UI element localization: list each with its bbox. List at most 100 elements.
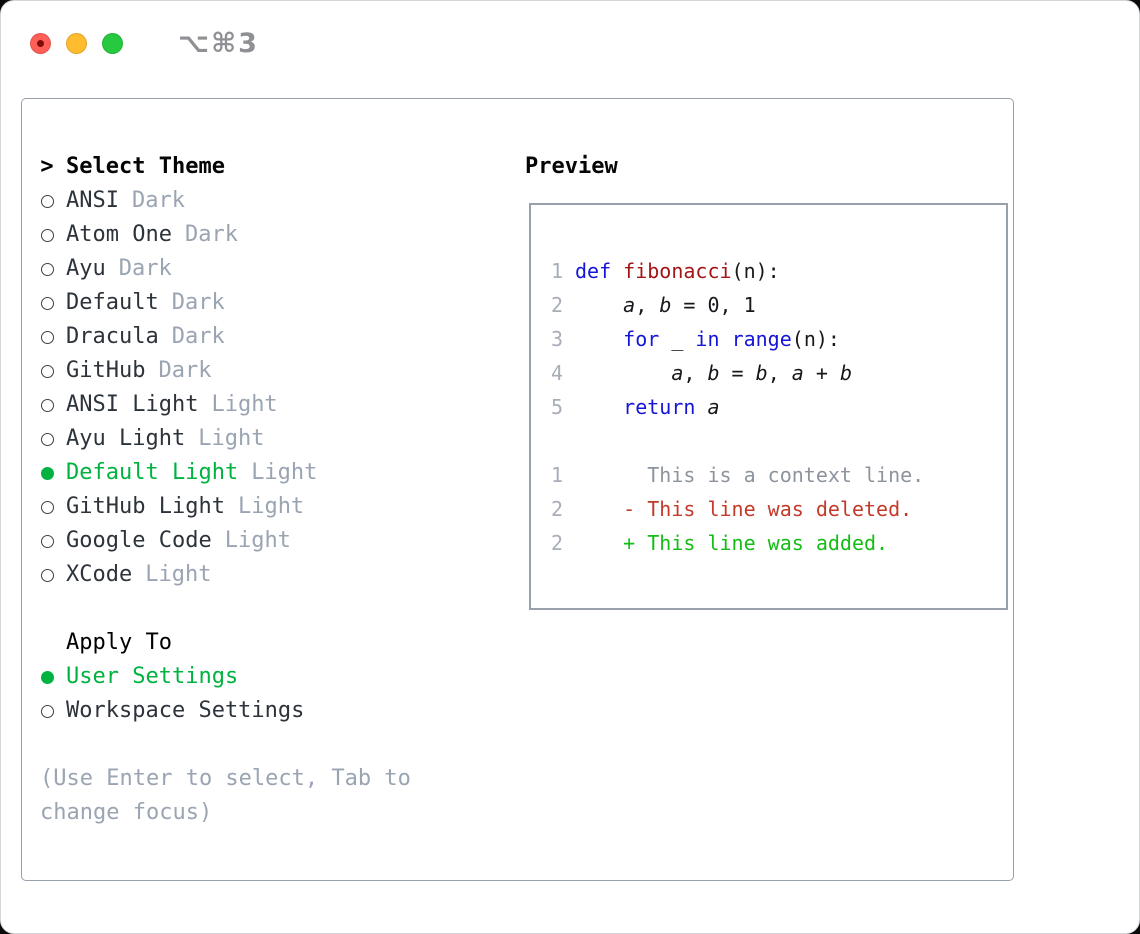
theme-variant-label: Dark — [171, 324, 225, 349]
code-token: fibonacci — [623, 259, 732, 283]
theme-name: Default — [66, 290, 159, 315]
minimize-button[interactable] — [66, 33, 87, 54]
code-token — [575, 356, 671, 390]
theme-option[interactable]: Dracula Dark — [40, 320, 490, 354]
theme-option[interactable]: ANSI Light Light — [40, 388, 490, 422]
line-number: 2 — [551, 531, 564, 555]
theme-name: Default Light — [66, 460, 239, 485]
theme-name: ANSI Light — [66, 392, 199, 417]
apply-to-header: Apply To — [40, 626, 490, 660]
code-line: 1 def fibonacci(n): — [551, 254, 1006, 288]
code-token: a — [623, 293, 636, 317]
theme-name: Atom One — [66, 222, 172, 247]
code-token — [611, 254, 623, 288]
theme-variant-label: Light — [211, 392, 278, 417]
line-number: 2 — [551, 497, 564, 521]
hint-line: (Use Enter to select, Tab to — [40, 766, 411, 791]
theme-variant-label: Dark — [118, 256, 172, 281]
code-token: = 0, 1 — [671, 293, 756, 317]
theme-variant-label: Light — [145, 562, 212, 587]
apply-to-label: Workspace Settings — [66, 698, 305, 723]
theme-name: ANSI — [66, 188, 119, 213]
diff-line-add: 2 + This line was added. — [551, 526, 1006, 560]
theme-variant-label: Dark — [131, 188, 185, 213]
code-token — [720, 322, 732, 356]
code-line: 5 return a — [551, 390, 1006, 424]
radio-icon — [40, 320, 54, 354]
code-token: (n): — [731, 259, 780, 283]
radio-icon — [40, 388, 54, 422]
code-token: , — [767, 361, 792, 385]
apply-to-option[interactable]: Workspace Settings — [40, 694, 490, 728]
theme-name: Dracula — [66, 324, 159, 349]
radio-icon — [40, 422, 54, 456]
radio-icon — [40, 558, 54, 592]
code-token: in — [695, 327, 720, 351]
spacer — [40, 728, 490, 762]
code-line: 4 a, b = b, a + b — [551, 356, 1006, 390]
code-line: 3 for _ in range(n): — [551, 322, 1006, 356]
radio-icon — [40, 354, 54, 388]
theme-option[interactable]: GitHub Dark — [40, 354, 490, 388]
apply-to-title: Apply To — [66, 630, 172, 655]
line-number: 1 — [551, 463, 564, 487]
code-token: for — [623, 327, 660, 351]
code-token: b — [659, 293, 672, 317]
theme-name: Ayu — [66, 256, 106, 281]
theme-name: GitHub — [66, 358, 146, 383]
theme-option[interactable]: ANSI Dark — [40, 184, 490, 218]
diff-line-del: 2 - This line was deleted. — [551, 492, 1006, 526]
code-token — [575, 288, 623, 322]
line-number: 5 — [551, 395, 564, 419]
radio-icon — [40, 218, 54, 252]
theme-option[interactable]: Ayu Light Light — [40, 422, 490, 456]
line-number: 2 — [551, 293, 564, 317]
zoom-button[interactable] — [102, 33, 123, 54]
line-number: 3 — [551, 327, 564, 351]
theme-variant-label: Dark — [158, 358, 212, 383]
blank-marker — [40, 626, 54, 660]
theme-name: Ayu Light — [66, 426, 186, 451]
radio-icon — [40, 252, 54, 286]
theme-option[interactable]: Default Dark — [40, 286, 490, 320]
theme-name: Google Code — [66, 528, 212, 553]
code-token: return — [623, 395, 696, 419]
line-number: 4 — [551, 361, 564, 385]
line-number: 1 — [551, 259, 564, 283]
code-token: def — [575, 259, 612, 283]
theme-option[interactable]: Ayu Dark — [40, 252, 490, 286]
theme-variant-label: Dark — [171, 290, 225, 315]
code-token: _ — [659, 327, 696, 351]
window-hotkey-label: ⌥⌘3 — [178, 28, 259, 59]
apply-to-option[interactable]: User Settings — [40, 660, 490, 694]
hint-line: change focus) — [40, 800, 213, 825]
code-token: (n): — [791, 327, 840, 351]
radio-icon — [40, 694, 54, 728]
radio-icon — [40, 286, 54, 320]
code-token: , — [635, 293, 660, 317]
code-token: b — [707, 361, 720, 385]
diff-text: + This line was added. — [575, 531, 889, 555]
radio-icon — [40, 490, 54, 524]
code-token: a — [791, 361, 804, 385]
close-button[interactable] — [30, 33, 51, 54]
radio-icon — [40, 524, 54, 558]
code-token — [575, 322, 623, 356]
code-token: b — [839, 361, 852, 385]
theme-variant-label: Light — [198, 426, 265, 451]
code-token: = — [719, 361, 756, 385]
keyboard-hint: (Use Enter to select, Tab to change focus… — [40, 762, 490, 830]
preview-title: Preview — [525, 154, 618, 179]
code-token — [695, 390, 707, 424]
diff-line-context: 1 This is a context line. — [551, 458, 1006, 492]
